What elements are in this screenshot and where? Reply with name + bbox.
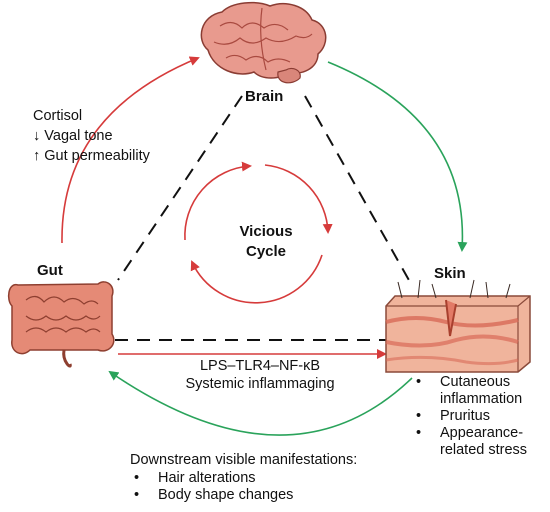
dashed-edge-brain-gut xyxy=(117,95,243,281)
skin-illustration xyxy=(385,279,531,373)
skin-manifestations-list: Cutaneous inflammation Pruritus Appearan… xyxy=(412,374,527,459)
effect-vagal-tone: ↓ Vagal tone xyxy=(33,128,113,144)
effect-cortisol: Cortisol xyxy=(33,108,83,124)
skin-label: Skin xyxy=(434,265,466,282)
effect-gut-permeability: ↑ Gut permeability xyxy=(33,148,150,164)
vicious-cycle-arrows xyxy=(184,161,333,304)
vicious-cycle-label: Vicious Cycle xyxy=(226,222,306,262)
dashed-edge-brain-skin xyxy=(304,95,411,283)
dashed-triangle xyxy=(115,95,411,341)
brain-illustration xyxy=(200,1,327,84)
vicious-cycle-line2: Cycle xyxy=(245,243,287,260)
gut-to-skin-pathway: LPS–TLR4–NF-κB Systemic inflammaging xyxy=(160,357,360,393)
skin-manifestation-item: Cutaneous inflammation xyxy=(412,374,527,408)
vicious-cycle-line1: Vicious xyxy=(239,223,293,240)
cycle-arrow-top-right xyxy=(264,164,333,234)
gut-illustration xyxy=(7,281,115,368)
downstream-heading: Downstream visible manifestations: xyxy=(130,452,358,468)
downstream-item-body-shape: Body shape changes xyxy=(130,487,293,504)
pathway-inflammaging: Systemic inflammaging xyxy=(185,376,335,392)
arrow-brain-to-skin xyxy=(327,61,468,252)
cycle-arrow-bottom xyxy=(190,254,323,304)
arrow-skin-to-gut xyxy=(108,370,413,436)
pathway-lps-tlr4: LPS–TLR4–NF-κB xyxy=(199,358,321,374)
downstream-item-hair: Hair alterations xyxy=(130,470,293,487)
brain-to-gut-effects: Cortisol ↓ Vagal tone ↑ Gut permeability xyxy=(33,106,150,166)
downstream-list: Hair alterations Body shape changes xyxy=(130,470,293,504)
arrow-gut-to-brain xyxy=(61,56,200,244)
skin-manifestation-item: Appearance- related stress xyxy=(412,425,527,459)
cycle-arrow-top-left xyxy=(184,161,252,241)
skin-manifestation-item: Pruritus xyxy=(412,408,527,425)
gut-label: Gut xyxy=(37,262,63,279)
brain-label: Brain xyxy=(245,88,284,105)
